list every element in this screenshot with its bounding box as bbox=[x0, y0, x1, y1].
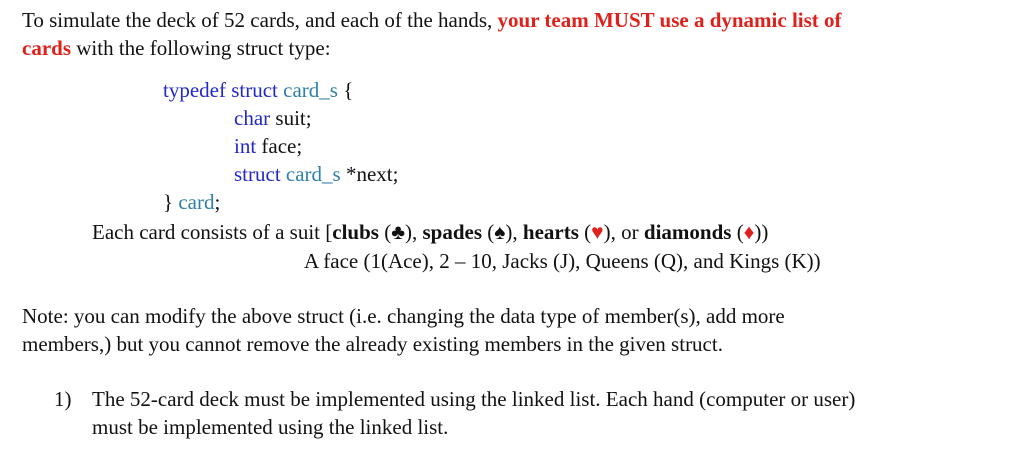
suit-spades: spades bbox=[422, 220, 483, 244]
list-item-line-2: must be implemented using the linked lis… bbox=[92, 413, 448, 441]
intro-text: To simulate the deck of 52 cards, and ea… bbox=[22, 8, 498, 32]
code-line-typedef: typedef struct card_s { bbox=[163, 76, 353, 104]
code-type-name: card bbox=[178, 190, 215, 214]
suits-line: Each card consists of a suit [clubs (♣),… bbox=[92, 218, 768, 246]
face-text: A face (1(Ace), 2 – 10, Jacks (J), Queen… bbox=[304, 249, 821, 273]
note-text-cont: members,) but you cannot remove the alre… bbox=[22, 332, 723, 356]
note-text: Note: you can modify the above struct (i… bbox=[22, 304, 785, 328]
code-keyword: typedef struct bbox=[163, 78, 284, 102]
spades-icon: ♠ bbox=[494, 220, 506, 244]
paren: ( bbox=[578, 220, 592, 244]
note-line-2: members,) but you cannot remove the alre… bbox=[22, 330, 723, 358]
code-line-suit: char suit; bbox=[234, 104, 312, 132]
code-text: ; bbox=[214, 190, 221, 214]
code-line-next: struct card_s *next; bbox=[234, 160, 398, 188]
code-text: suit; bbox=[270, 106, 312, 130]
list-number: 1) bbox=[54, 387, 72, 411]
code-keyword: char bbox=[234, 106, 271, 130]
list-item-line-1: The 52-card deck must be implemented usi… bbox=[92, 385, 855, 413]
code-keyword: int bbox=[234, 134, 257, 158]
code-keyword: struct bbox=[234, 162, 286, 186]
suit-clubs: clubs bbox=[332, 220, 379, 244]
intro-line-1: To simulate the deck of 52 cards, and ea… bbox=[22, 6, 842, 34]
suit-hearts: hearts bbox=[522, 220, 579, 244]
face-line: A face (1(Ace), 2 – 10, Jacks (J), Queen… bbox=[304, 247, 821, 275]
list-item-text: The 52-card deck must be implemented usi… bbox=[92, 387, 856, 411]
separator: ), or bbox=[603, 220, 644, 244]
heart-icon: ♥ bbox=[591, 220, 604, 244]
code-line-close: } card; bbox=[163, 188, 220, 216]
list-item-number: 1) bbox=[54, 385, 72, 413]
suit-diamonds: diamonds bbox=[643, 220, 732, 244]
note-line-1: Note: you can modify the above struct (i… bbox=[22, 302, 785, 330]
code-type-name: card_s bbox=[285, 162, 341, 186]
code-brace: } bbox=[163, 190, 179, 214]
paren: ( bbox=[731, 220, 744, 244]
code-type-name: card_s bbox=[283, 78, 338, 102]
code-line-face: int face; bbox=[234, 132, 302, 160]
paren: ( bbox=[378, 220, 392, 244]
separator: ), bbox=[505, 220, 523, 244]
clubs-icon: ♣ bbox=[391, 220, 405, 244]
diamond-icon: ♦ bbox=[743, 220, 755, 244]
code-text: { bbox=[337, 78, 354, 102]
paren: ( bbox=[482, 220, 495, 244]
intro-line-2: cards with the following struct type: bbox=[22, 34, 331, 62]
list-item-text-cont: must be implemented using the linked lis… bbox=[92, 415, 449, 439]
intro-emphasis: your team MUST use a dynamic list of bbox=[497, 8, 842, 32]
code-text: *next; bbox=[340, 162, 399, 186]
separator: ), bbox=[404, 220, 423, 244]
suits-suffix: )) bbox=[754, 220, 769, 244]
suits-prefix: Each card consists of a suit [ bbox=[92, 220, 333, 244]
intro-emphasis-cont: cards bbox=[22, 36, 71, 60]
intro-text-cont: with the following struct type: bbox=[71, 36, 331, 60]
code-text: face; bbox=[256, 134, 303, 158]
